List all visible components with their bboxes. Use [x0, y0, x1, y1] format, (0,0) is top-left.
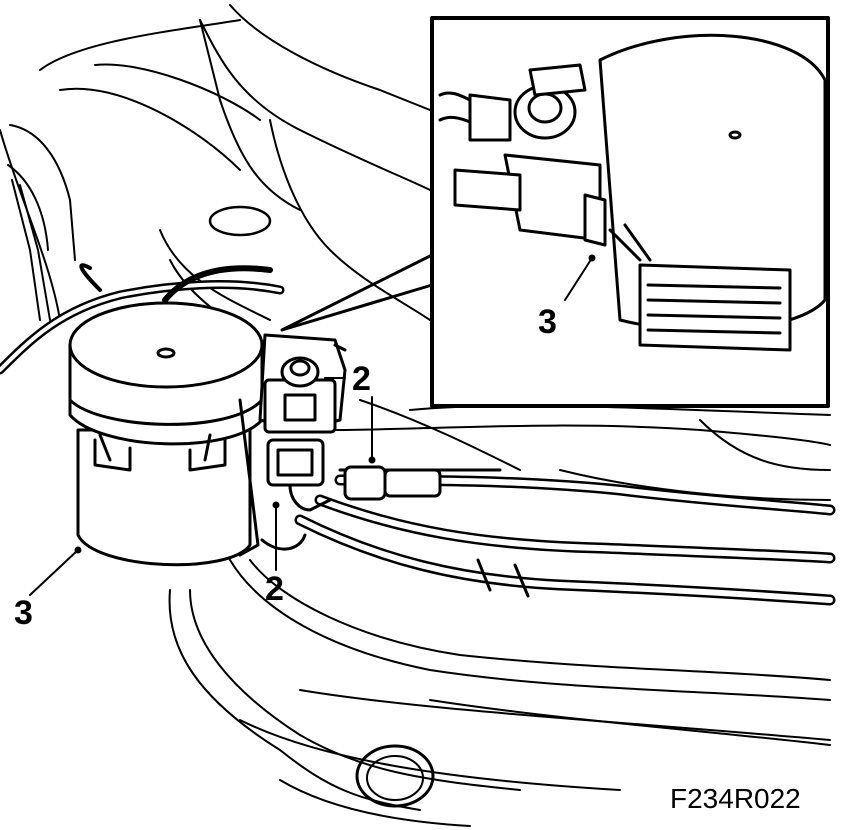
fuel-line-icon: [0, 263, 836, 606]
leader-dot: [368, 456, 376, 464]
body-panel-lines: [0, 4, 431, 351]
body-hole: [208, 205, 272, 237]
electrical-connector-icon: [258, 333, 347, 512]
leader-dot: [74, 546, 82, 554]
zoom-indicator: [280, 253, 434, 332]
callout-inset-detail: 3: [538, 303, 557, 341]
drain-plug: [355, 744, 435, 808]
leader-dot: [272, 501, 280, 509]
callout-connector-upper: 2: [352, 360, 371, 398]
fuel-filter-icon: [68, 301, 307, 567]
callout-connector-lower: 2: [265, 570, 284, 608]
callout-leaders: [29, 377, 373, 596]
figure-id: F234R022: [670, 783, 801, 814]
drain-plug-inner: [366, 755, 424, 801]
detail-inset: [430, 16, 830, 408]
callout-main-filter: 3: [14, 594, 33, 632]
